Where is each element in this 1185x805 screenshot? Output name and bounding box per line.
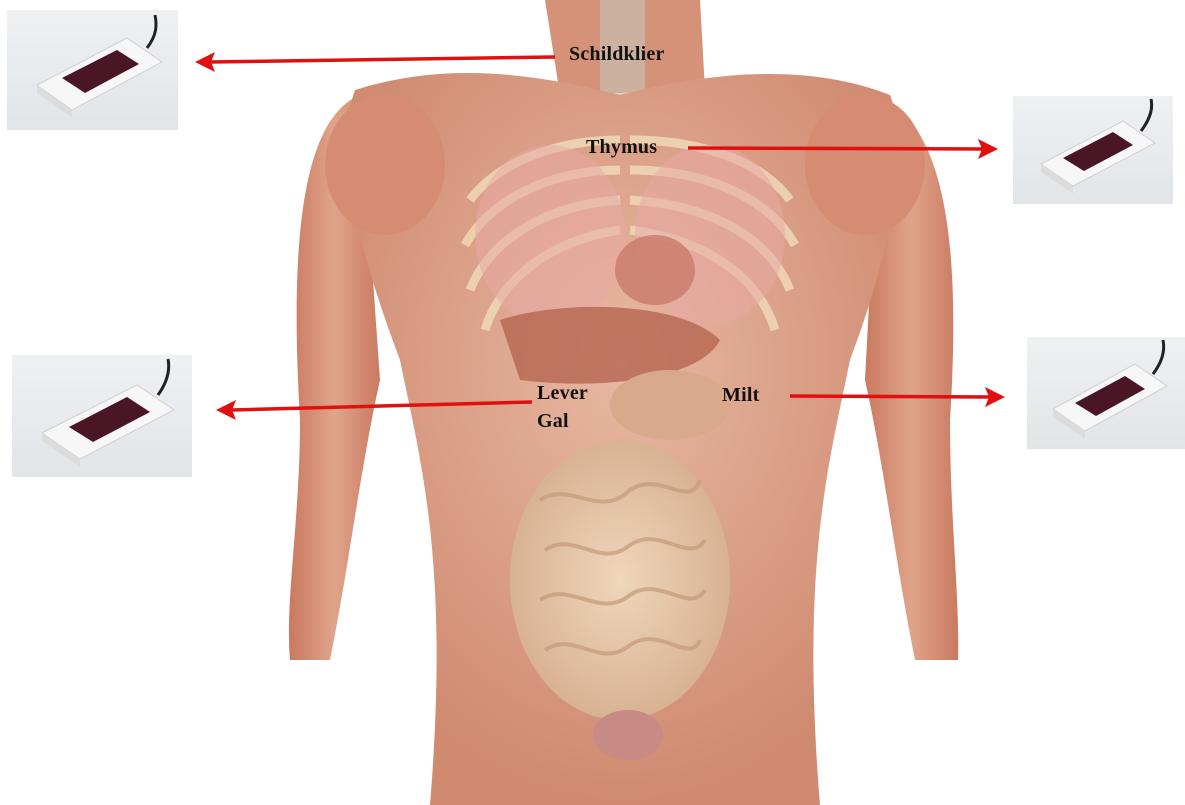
label-spleen: Milt [722, 384, 759, 406]
arrow-icon [195, 52, 555, 72]
arrow-icon [216, 400, 532, 420]
arrow-icon [688, 139, 998, 159]
label-thyroid: Schildklier [569, 43, 665, 65]
arrow-icon [790, 387, 1005, 407]
label-gallbladder: Gal [537, 410, 569, 432]
label-thymus: Thymus [586, 136, 657, 158]
label-liver: Lever [537, 382, 588, 404]
